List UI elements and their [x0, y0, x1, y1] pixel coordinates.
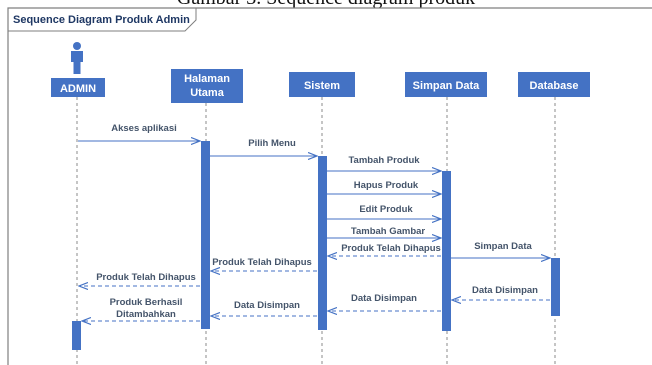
message-label-tambah-gambar: Tambah Gambar: [351, 226, 426, 237]
participant-database-label: Database: [530, 80, 579, 92]
frame-title: Sequence Diagram Produk Admin: [13, 14, 190, 26]
message-label-edit-produk: Edit Produk: [359, 204, 413, 215]
participant-sistem-label: Sistem: [304, 80, 340, 92]
messages: [78, 141, 550, 321]
activation-admin: [72, 321, 81, 350]
person-icon: [71, 42, 83, 74]
message-label-hapus-produk: Hapus Produk: [354, 180, 419, 191]
message-label-pilih-menu: Pilih Menu: [248, 138, 296, 149]
activations: [72, 141, 560, 350]
message-label-data-disimpan-3: Data Disimpan: [234, 300, 300, 311]
lifelines: [76, 97, 556, 365]
diagram-frame: Sequence Diagram Produk Admin: [7, 7, 652, 365]
participant-halaman-label-line2: Utama: [190, 87, 225, 99]
message-label-tambah-produk: Tambah Produk: [348, 155, 420, 166]
message-label-produk-berhasil-line1: Produk Berhasil: [110, 297, 183, 308]
participant-sistem: Sistem: [289, 72, 355, 97]
activation-halaman: [201, 141, 210, 329]
message-label-produk-berhasil-line2: Ditambahkan: [116, 309, 176, 320]
participant-admin: ADMIN: [51, 78, 105, 97]
participant-database: Database: [518, 72, 590, 97]
message-label-simpan-data: Simpan Data: [474, 241, 532, 252]
activation-database: [551, 258, 560, 316]
message-label-produk-dihapus-2: Produk Telah Dihapus: [212, 257, 312, 268]
message-label-data-disimpan-2: Data Disimpan: [351, 293, 417, 304]
message-label-data-disimpan-1: Data Disimpan: [472, 285, 538, 296]
top-caption: Gambar 3. Sequence diagram produk: [0, 0, 652, 10]
message-label-produk-dihapus-3: Produk Telah Dihapus: [96, 272, 196, 283]
participant-simpan: Simpan Data: [405, 72, 487, 97]
participant-admin-label: ADMIN: [60, 83, 96, 95]
message-label-produk-dihapus-1: Produk Telah Dihapus: [341, 243, 441, 254]
participant-halaman-label-line1: Halaman: [184, 73, 230, 85]
activation-sistem: [318, 156, 327, 330]
message-labels: Akses aplikasi Pilih Menu Tambah Produk …: [96, 123, 538, 320]
participant-halaman: Halaman Utama: [171, 69, 243, 103]
activation-simpan: [442, 171, 451, 331]
message-label-akses-aplikasi: Akses aplikasi: [111, 123, 177, 134]
participant-simpan-label: Simpan Data: [413, 80, 481, 92]
